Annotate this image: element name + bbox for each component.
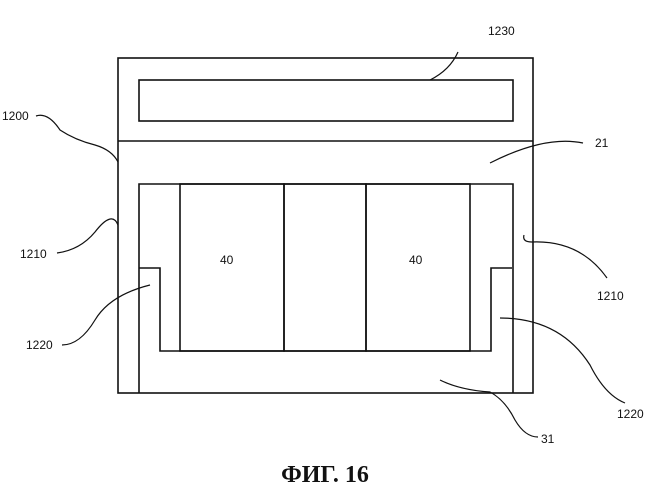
ref-31: 31 (541, 432, 555, 446)
leader-1210-right (524, 235, 607, 278)
ref-1200: 1200 (2, 109, 29, 123)
ref-21: 21 (595, 136, 609, 150)
bottom-tray-31 (139, 268, 512, 351)
block-label-right: 40 (409, 253, 423, 267)
leader-1220-right (500, 318, 625, 403)
leader-1200 (36, 115, 118, 162)
leader-1210-left (57, 219, 118, 253)
ref-1210-right: 1210 (597, 289, 624, 303)
ref-1230: 1230 (488, 24, 515, 38)
leader-21 (490, 141, 583, 163)
block-40-right (366, 184, 470, 351)
figure-caption: ФИГ. 16 (281, 462, 369, 488)
leader-1230 (430, 52, 458, 80)
top-slot-1230 (139, 80, 513, 121)
ref-1220-left: 1220 (26, 338, 53, 352)
leader-31 (440, 380, 538, 437)
leader-1220-left (62, 285, 150, 345)
inner-frame (139, 184, 513, 393)
ref-1210-left: 1210 (20, 247, 47, 261)
block-label-left: 40 (220, 253, 234, 267)
ref-1220-right: 1220 (617, 407, 644, 421)
center-block (284, 184, 366, 351)
block-40-left (180, 184, 284, 351)
